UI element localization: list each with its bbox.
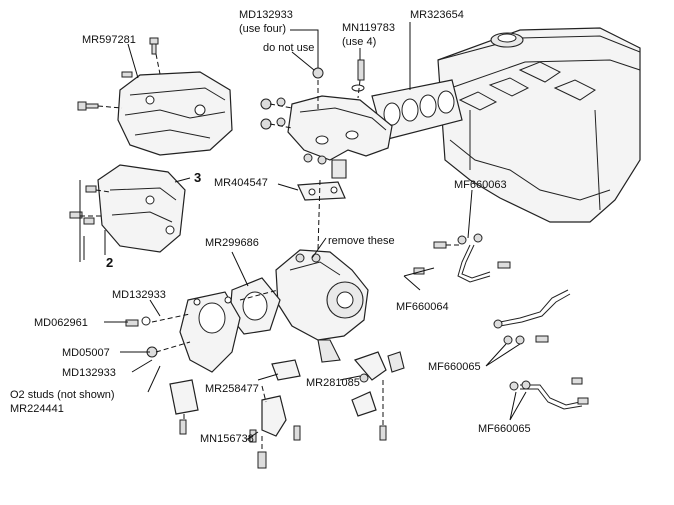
- label-do-not-use: do not use: [263, 42, 314, 54]
- label-mn156738: MN156738: [200, 433, 254, 445]
- nut-icon: [521, 380, 531, 390]
- label-mr404547: MR404547: [214, 177, 268, 189]
- heat-shield-upper: [117, 71, 233, 156]
- bolt-icon: [379, 425, 387, 441]
- label-use-4: (use 4): [342, 36, 376, 48]
- bolt-icon: [85, 185, 97, 193]
- bracket-mr404547: [297, 181, 346, 201]
- nut-icon: [276, 117, 286, 127]
- label-md05007: MD05007: [62, 347, 110, 359]
- part-mr281085: [351, 351, 405, 417]
- bolt-icon: [577, 397, 589, 405]
- nut-icon: [260, 98, 272, 110]
- label-mn119783: MN119783: [342, 22, 395, 34]
- bolt-icon: [125, 319, 139, 327]
- exhaust-manifold: [287, 95, 393, 179]
- turbo-gasket-mr299686: [229, 277, 281, 335]
- bolt-icon: [83, 217, 95, 225]
- oil-line-mf660065-upper: [493, 289, 571, 329]
- label-mr597281: MR597281: [82, 34, 136, 46]
- bolt-icon: [69, 211, 83, 219]
- nut-icon: [276, 97, 286, 107]
- nut-icon: [509, 381, 519, 391]
- leader-lines: [79, 22, 527, 441]
- nut-icon: [260, 118, 272, 130]
- label-mf660065-a: MF660065: [428, 361, 481, 373]
- bolt-icon: [293, 425, 301, 441]
- o2-bracket: [169, 379, 199, 415]
- heat-shield-lower: [97, 164, 186, 253]
- bolt-icon: [257, 451, 267, 469]
- label-mf660064: MF660064: [396, 301, 449, 313]
- oil-line-mf660065-lower: [520, 384, 583, 410]
- bolt-icon: [149, 37, 159, 55]
- turbo-elbow: [179, 291, 241, 373]
- bolt-icon: [77, 101, 99, 111]
- label-mf660063: MF660063: [454, 179, 507, 191]
- label-mr258477: MR258477: [205, 383, 259, 395]
- assembly-centerlines: [80, 53, 460, 452]
- nut-icon: [312, 67, 324, 79]
- part-labels: MD132933 (use four) MN119783 (use 4) do …: [10, 9, 531, 445]
- nut-icon: [303, 153, 313, 163]
- nut-icon: [317, 155, 327, 165]
- nut-icon: [359, 373, 369, 383]
- bolt-icon: [535, 335, 549, 343]
- bolt-icon: [179, 419, 187, 435]
- label-mr299686: MR299686: [205, 237, 259, 249]
- label-md132933-mid: MD132933: [112, 289, 166, 301]
- nut-icon: [503, 335, 513, 345]
- label-md132933-top: MD132933: [239, 9, 293, 21]
- label-callout-3: 3: [194, 170, 201, 185]
- turbocharger: [275, 249, 369, 363]
- washer-icon: [351, 84, 365, 92]
- exhaust-manifold-gasket: [371, 79, 463, 141]
- stud-icon: [357, 59, 365, 81]
- label-o2-studs: O2 studs (not shown): [10, 389, 115, 401]
- bolt-icon: [433, 241, 447, 249]
- label-md132933-low: MD132933: [62, 367, 116, 379]
- pipe-mn156738: [261, 395, 287, 437]
- bolt-icon: [121, 71, 133, 78]
- nut-icon: [515, 335, 525, 345]
- label-remove-these: remove these: [328, 235, 395, 247]
- label-md062961: MD062961: [34, 317, 88, 329]
- label-mr224441: MR224441: [10, 403, 64, 415]
- bolt-icon: [249, 429, 257, 443]
- gasket-mr258477: [271, 359, 301, 381]
- label-callout-2: 2: [106, 255, 113, 270]
- oil-line-mf660063: [457, 233, 491, 283]
- label-mr323654: MR323654: [410, 9, 464, 21]
- bolt-icon: [571, 377, 583, 385]
- washer-icon: [141, 316, 151, 326]
- label-use-four: (use four): [239, 23, 286, 35]
- bolt-icon: [497, 261, 511, 269]
- label-mr281085: MR281085: [306, 377, 360, 389]
- label-mf660065-b: MF660065: [478, 423, 531, 435]
- engine-cylinder-head: [437, 27, 641, 223]
